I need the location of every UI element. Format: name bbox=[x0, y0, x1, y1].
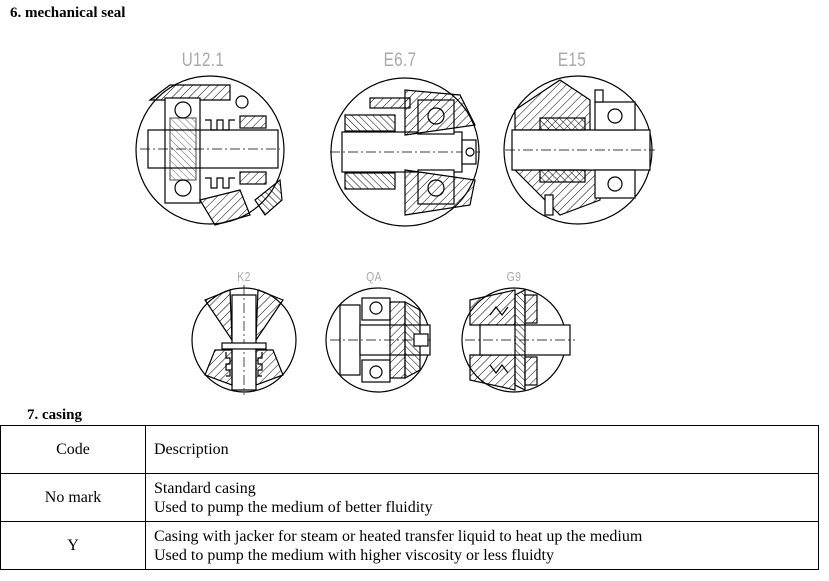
seal-caption-u12-1: U12.1 bbox=[181, 50, 225, 71]
seal-caption-qa: QA bbox=[366, 269, 382, 284]
seal-drawing-icon bbox=[330, 77, 480, 227]
table-header-row: Code Description bbox=[0, 425, 819, 474]
row-code: No mark bbox=[0, 473, 146, 522]
section-7-title: 7. casing bbox=[27, 407, 83, 423]
description-line: Used to pump the medium of better fluidi… bbox=[154, 498, 433, 516]
seal-caption-k2: K2 bbox=[237, 269, 251, 284]
row-description: Standard casing Used to pump the medium … bbox=[145, 473, 819, 522]
seal-caption-e15: E15 bbox=[557, 50, 587, 71]
row-description: Casing with jacker for steam or heated t… bbox=[145, 521, 819, 570]
row-code: Y bbox=[0, 521, 146, 570]
header-code: Code bbox=[0, 425, 146, 474]
header-description: Description bbox=[145, 425, 819, 474]
description-line: Casing with jacker for steam or heated t… bbox=[154, 527, 643, 545]
seal-drawing-icon bbox=[191, 285, 297, 395]
seal-drawings: U12.1 E6.7 E15 K2 QA G9 bbox=[0, 40, 829, 400]
section-6-title: 6. mechanical seal bbox=[10, 5, 126, 21]
seal-drawing-svg bbox=[135, 75, 655, 395]
seal-drawing-icon bbox=[461, 287, 575, 393]
seal-drawing-icon bbox=[135, 75, 285, 226]
seal-caption-g9: G9 bbox=[506, 269, 522, 284]
description-line: Used to pump the medium with higher visc… bbox=[154, 546, 554, 564]
description-line: Standard casing bbox=[154, 479, 256, 497]
seal-drawing-icon bbox=[503, 75, 655, 225]
casing-table: Code Description No mark Standard casing… bbox=[0, 425, 819, 570]
table-row: Y Casing with jacker for steam or heated… bbox=[0, 521, 819, 570]
seal-drawing-icon bbox=[325, 287, 432, 393]
table-row: No mark Standard casing Used to pump the… bbox=[0, 473, 819, 522]
seal-caption-e6-7: E6.7 bbox=[383, 50, 417, 71]
